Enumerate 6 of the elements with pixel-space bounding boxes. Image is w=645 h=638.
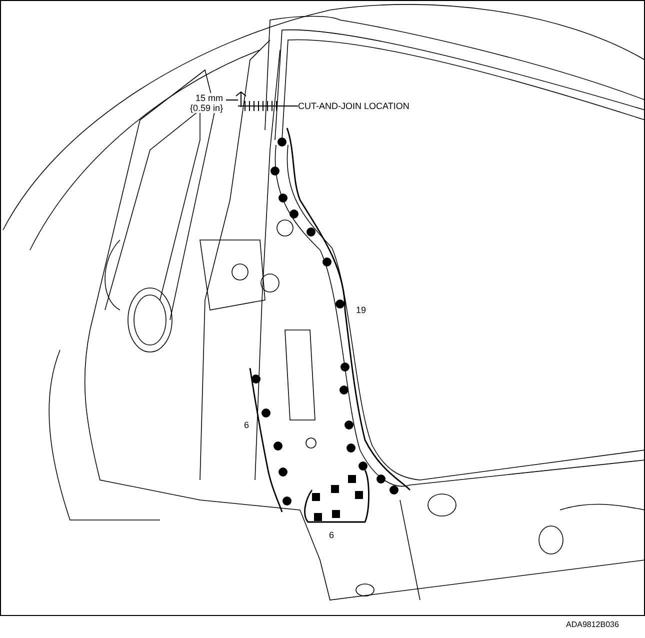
callout-text: CUT-AND-JOIN LOCATION bbox=[298, 101, 410, 111]
callout-number: 19 bbox=[356, 305, 366, 315]
drawing-code: ADA9812B036 bbox=[566, 620, 619, 630]
callout-number: 6 bbox=[329, 530, 334, 540]
cut-line-mark bbox=[238, 100, 282, 112]
callout-number: 6 bbox=[244, 420, 250, 430]
